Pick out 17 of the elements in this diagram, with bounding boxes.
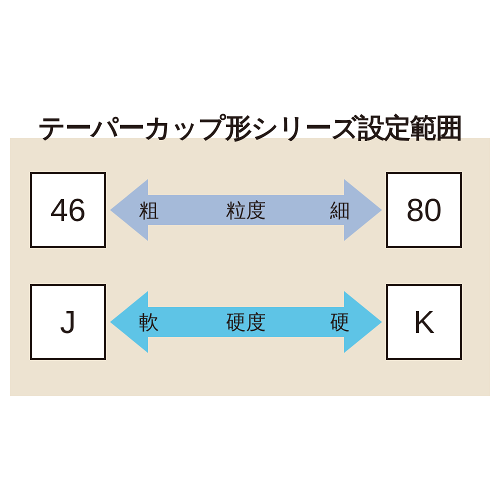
- value-box: [386, 284, 462, 360]
- value-text: J: [60, 304, 76, 340]
- value-box: [386, 172, 462, 248]
- value-box: [30, 284, 106, 360]
- end-label: 軟: [139, 310, 159, 334]
- value-text: 46: [50, 192, 86, 228]
- end-label: 硬: [330, 310, 350, 334]
- edge-label: 粒度: [226, 198, 266, 222]
- value-text: K: [413, 304, 435, 340]
- title: テーパーカップ形シリーズ設定範囲: [37, 112, 463, 146]
- double-arrow: [110, 179, 382, 241]
- end-label: 粗: [139, 198, 159, 222]
- end-label: 細: [330, 198, 350, 222]
- edge-label: 硬度: [226, 310, 266, 334]
- value-box: [30, 172, 106, 248]
- value-text: 80: [406, 192, 442, 228]
- double-arrow: [110, 291, 382, 353]
